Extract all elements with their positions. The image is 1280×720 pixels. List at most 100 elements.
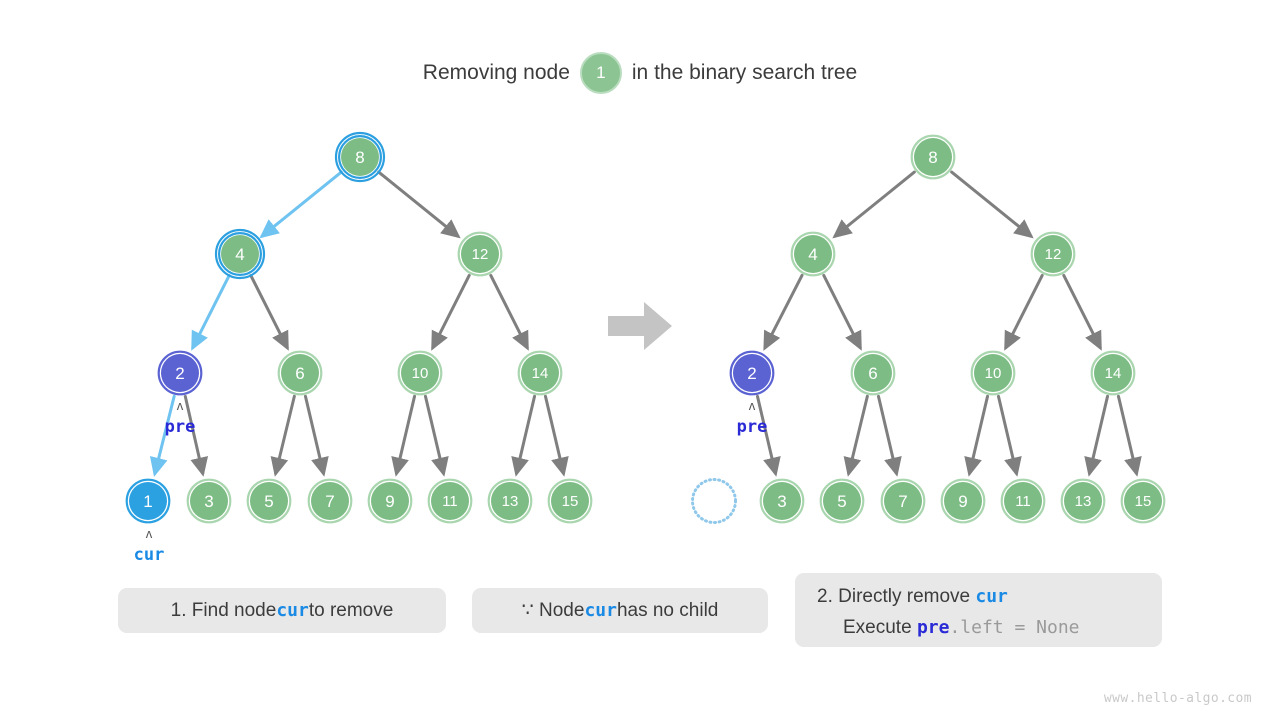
tree-node-value: 10 <box>985 365 1002 382</box>
tree-node-value: 13 <box>1075 493 1092 510</box>
removed-node-placeholder <box>691 478 737 524</box>
tree-edge <box>183 394 209 477</box>
pointer-label-text: cur <box>134 545 165 565</box>
tree-node[interactable]: 12 <box>457 231 503 277</box>
tree-node-value: 8 <box>928 148 937 167</box>
tree-edge <box>423 394 449 477</box>
tree-edge <box>489 273 529 351</box>
tree-node-value: 11 <box>1015 493 1031 510</box>
tree-node[interactable]: 6 <box>850 350 896 396</box>
tree-node[interactable]: 2 <box>729 350 775 396</box>
tree-node[interactable]: 9 <box>367 478 413 524</box>
transition-arrow-icon <box>608 302 672 350</box>
tree-edge <box>876 394 902 477</box>
tree-node-value: 6 <box>868 364 877 383</box>
title-suffix: in the binary search tree <box>631 61 858 84</box>
caption-3-line2-code: .left = None <box>949 616 1080 638</box>
tree-node[interactable]: 13 <box>487 478 533 524</box>
tree-node[interactable]: 15 <box>1120 478 1166 524</box>
tree-edge <box>543 394 569 477</box>
tree-node[interactable]: 7 <box>307 478 353 524</box>
tree-node[interactable]: 7 <box>880 478 926 524</box>
tree-node[interactable]: 14 <box>1090 350 1136 396</box>
pointer-caret-icon: ʌ <box>146 526 153 541</box>
tree-node[interactable]: 14 <box>517 350 563 396</box>
title-node-badge: 1 <box>579 52 622 94</box>
tree-node-value: 4 <box>235 245 244 264</box>
tree-edge <box>303 394 329 477</box>
pointer-caret-icon: ʌ <box>177 398 184 413</box>
tree-node[interactable]: 10 <box>397 350 443 396</box>
tree-node[interactable]: 8 <box>910 134 956 180</box>
tree-node-value: 3 <box>204 492 213 511</box>
tree-node[interactable]: 5 <box>819 478 865 524</box>
tree-edge <box>763 273 804 351</box>
tree-node[interactable]: 3 <box>759 478 805 524</box>
tree-node[interactable]: 2 <box>157 350 203 396</box>
caption-1-suffix: to remove <box>308 599 394 621</box>
tree-node[interactable]: 15 <box>547 478 593 524</box>
tree-node-value: 2 <box>747 364 756 383</box>
tree-node-value: 7 <box>325 492 334 511</box>
watermark: www.hello-algo.com <box>1103 691 1252 706</box>
tree-node-value: 14 <box>1105 365 1122 382</box>
tree-node[interactable]: 9 <box>940 478 986 524</box>
caption-3-line2-keyword: pre <box>916 616 950 638</box>
page-title: Removing node 1 in the binary search tre… <box>0 52 1280 94</box>
pointer-label-text: pre <box>165 417 196 437</box>
caption-reason: ∵ Node cur has no child <box>472 588 768 633</box>
tree-node[interactable]: 3 <box>186 478 232 524</box>
caption-3-line1: 2. Directly remove cur <box>817 586 1008 607</box>
caption-2-suffix: has no child <box>616 599 719 621</box>
tree-edge <box>377 170 461 239</box>
pointer-label-cur: ʌ cur <box>134 526 165 565</box>
tree-node-value: 6 <box>295 364 304 383</box>
tree-node[interactable]: 10 <box>970 350 1016 396</box>
tree-edge <box>996 394 1022 477</box>
tree-node[interactable]: 5 <box>246 478 292 524</box>
tree-node-value: 4 <box>808 245 817 264</box>
tree-node-value: 12 <box>472 246 489 263</box>
caption-3-line2-prefix: Execute <box>843 616 917 638</box>
pointer-caret-icon: ʌ <box>749 398 756 413</box>
tree-node-value: 13 <box>502 493 519 510</box>
tree-node-value: 5 <box>837 492 846 511</box>
pointer-label-pre: ʌ pre <box>165 398 196 437</box>
caption-2-prefix: ∵ Node <box>521 600 585 621</box>
tree-edge <box>822 273 862 351</box>
tree-node-value: 9 <box>385 492 394 511</box>
tree-node[interactable]: 8 <box>334 131 386 183</box>
caption-1-prefix: 1. Find node <box>170 599 277 621</box>
tree-edge <box>755 394 781 477</box>
tree-edge <box>964 394 990 477</box>
tree-node-value: 12 <box>1045 246 1062 263</box>
tree-node[interactable]: 4 <box>790 231 836 277</box>
tree-node-value: 3 <box>777 492 786 511</box>
tree-node[interactable]: 4 <box>214 228 266 280</box>
caption-2-keyword: cur <box>584 600 617 621</box>
caption-3-line1-keyword: cur <box>975 586 1008 607</box>
tree-edge <box>391 394 417 477</box>
caption-1-keyword: cur <box>276 600 309 621</box>
tree-edge <box>270 394 296 477</box>
tree-node-value: 10 <box>412 365 429 382</box>
tree-edge <box>1116 394 1142 477</box>
tree-node-value: 15 <box>562 493 579 510</box>
tree-node[interactable]: 13 <box>1060 478 1106 524</box>
tree-node[interactable]: 12 <box>1030 231 1076 277</box>
tree-edge <box>1062 273 1102 351</box>
tree-edge <box>1004 273 1044 351</box>
tree-edge <box>259 170 343 239</box>
tree-node[interactable]: 11 <box>427 478 473 524</box>
tree-edge <box>832 170 916 239</box>
tree-node[interactable]: 1 <box>125 478 171 524</box>
tree-node[interactable]: 11 <box>1000 478 1046 524</box>
tree-node-value: 15 <box>1135 493 1152 510</box>
tree-node-value: 9 <box>958 492 967 511</box>
tree-node[interactable]: 6 <box>277 350 323 396</box>
tree-node-value: 8 <box>355 148 364 167</box>
